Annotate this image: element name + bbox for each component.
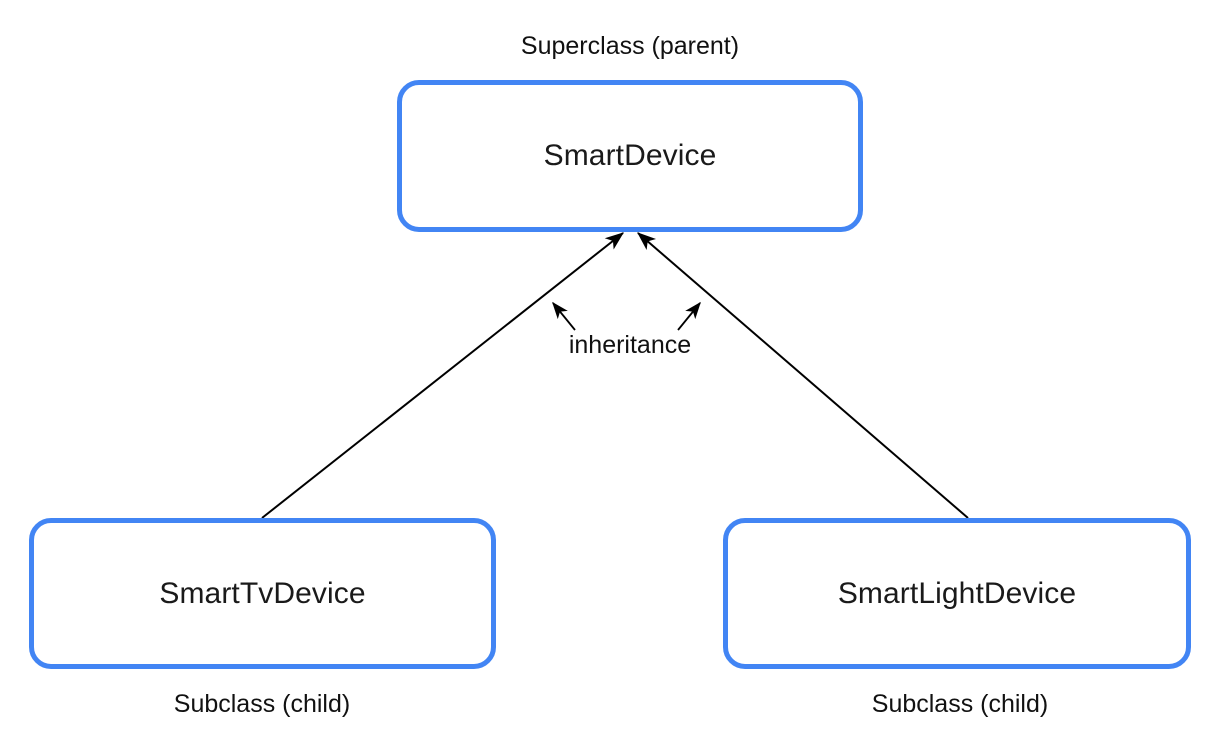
label-pointer-left-icon — [552, 301, 576, 331]
inheritance-label: inheritance — [568, 331, 692, 359]
superclass-caption: Superclass (parent) — [520, 32, 740, 60]
class-box-smarttvdevice[interactable]: SmartTvDevice — [29, 518, 496, 669]
class-name-label: SmartTvDevice — [159, 576, 366, 610]
class-name-label: SmartLightDevice — [837, 576, 1077, 610]
subclass-caption-left: Subclass (child) — [173, 690, 351, 718]
subclass-caption-right: Subclass (child) — [871, 690, 1049, 718]
edge-left-inheritance — [261, 232, 624, 519]
label-pointer-right-icon — [677, 301, 701, 331]
class-box-smartdevice[interactable]: SmartDevice — [397, 80, 863, 232]
edge-right-inheritance — [637, 232, 969, 519]
class-box-smartlightdevice[interactable]: SmartLightDevice — [723, 518, 1191, 669]
class-name-label: SmartDevice — [543, 139, 717, 172]
